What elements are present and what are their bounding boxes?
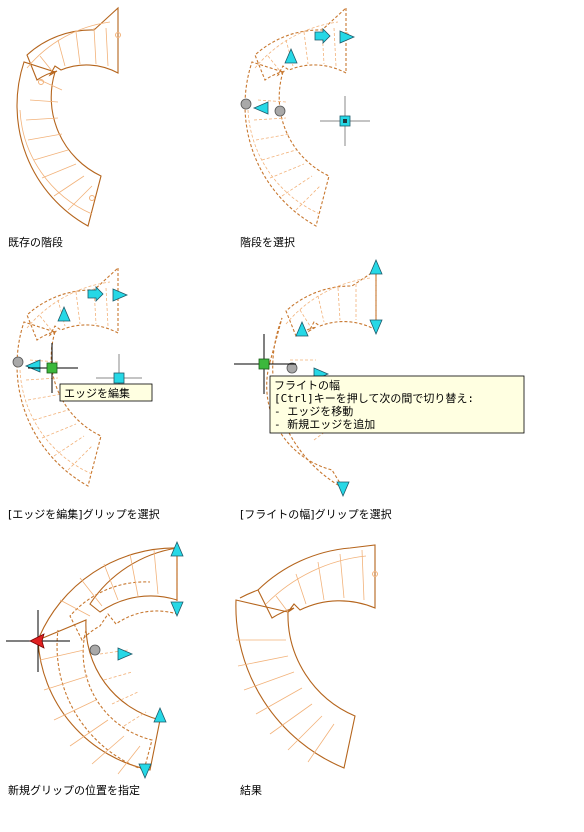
- width-grip-icon[interactable]: [336, 481, 350, 497]
- stair-drawing: [16, 7, 122, 227]
- tooltip-flight-width: [269, 375, 525, 434]
- direction-grip-icon[interactable]: [253, 101, 269, 115]
- point-grip-icon[interactable]: [12, 356, 24, 368]
- panel-flight-width-grip: フライトの幅 [Ctrl]キーを押して次の間で切り替え: - エッジを移動 - …: [234, 259, 525, 521]
- panel-edit-edge-grip: エッジを編集 [エッジを編集]グリップを選択: [8, 267, 160, 521]
- tooltip-line-2: [Ctrl]キーを押して次の間で切り替え:: [274, 391, 474, 405]
- move-grip-icon[interactable]: [87, 286, 104, 302]
- selected-width-grip-icon[interactable]: [258, 358, 270, 370]
- edge-grip-icon[interactable]: [295, 321, 309, 337]
- edge-grip-icon[interactable]: [57, 306, 71, 322]
- tooltip-edit-edge: [59, 383, 153, 402]
- width-grip-icon[interactable]: [369, 259, 383, 275]
- point-grip-icon[interactable]: [240, 98, 252, 110]
- tooltip-line-3: - エッジを移動: [274, 404, 353, 418]
- caption-flight-width-grip: [フライトの幅]グリップを選択: [240, 507, 392, 521]
- caption-edit-edge-grip: [エッジを編集]グリップを選択: [8, 507, 160, 521]
- edge-grip-icon[interactable]: [153, 707, 167, 723]
- stair-drawing-selected: [16, 267, 122, 487]
- tooltip-line-4: - 新規エッジを追加: [274, 417, 375, 431]
- width-grip-icon[interactable]: [138, 763, 152, 779]
- tooltip-line-1: フライトの幅: [274, 379, 340, 392]
- caption-new-grip-position: 新規グリップの位置を指定: [8, 783, 140, 797]
- panel-select-stair: 階段を選択: [240, 7, 370, 249]
- width-grip-icon[interactable]: [369, 319, 383, 335]
- caption-select-stair: 階段を選択: [240, 235, 295, 249]
- caption-existing-stair: 既存の階段: [8, 235, 63, 249]
- tooltip-edit-edge-text: エッジを編集: [64, 386, 130, 400]
- selected-edge-grip-icon[interactable]: [46, 362, 58, 374]
- width-grip-icon[interactable]: [112, 288, 128, 302]
- point-grip-icon[interactable]: [89, 644, 101, 656]
- base-grip-icon[interactable]: [113, 372, 125, 384]
- panel-new-grip-position: 新規グリップの位置を指定: [6, 541, 184, 797]
- direction-grip-icon[interactable]: [117, 647, 133, 661]
- point-grip-icon[interactable]: [286, 362, 298, 374]
- width-grip-icon[interactable]: [170, 601, 184, 617]
- direction-grip-icon[interactable]: [25, 359, 41, 373]
- panel-existing-stair: 既存の階段: [8, 7, 122, 249]
- caption-result: 結果: [240, 783, 262, 797]
- point-grip-icon[interactable]: [274, 105, 286, 117]
- active-grip-icon[interactable]: [29, 633, 45, 649]
- panel-result: 結果: [235, 544, 378, 797]
- stair-drawing-selected: [244, 7, 350, 227]
- edge-grip-icon[interactable]: [284, 48, 298, 64]
